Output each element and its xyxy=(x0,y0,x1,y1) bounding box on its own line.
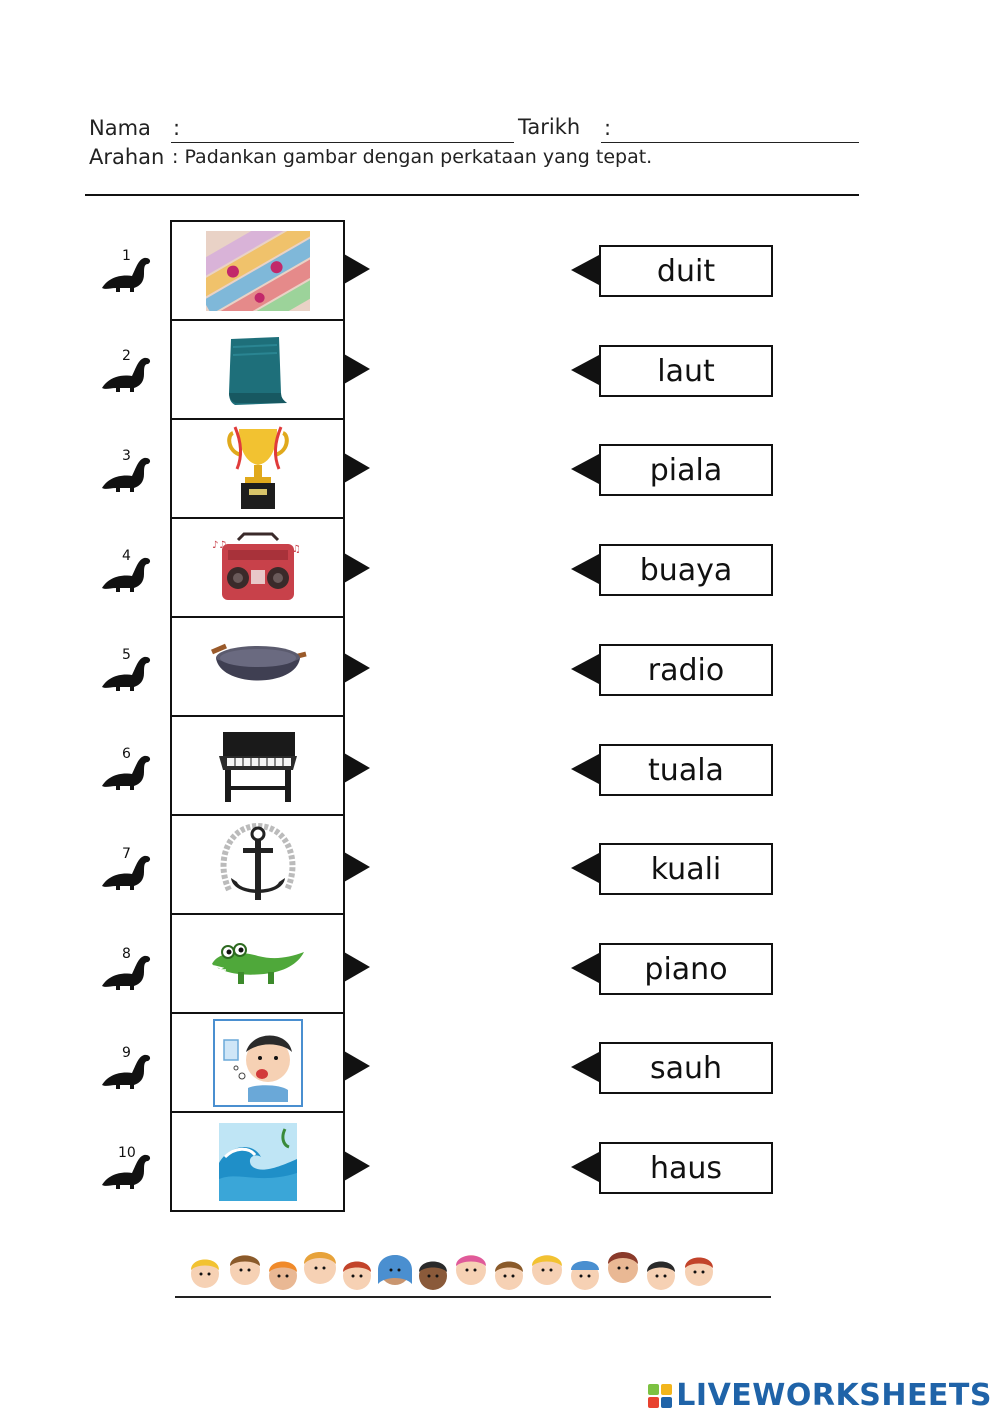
dinosaur-icon xyxy=(102,557,151,592)
word-box-piala: piala xyxy=(599,444,773,496)
match-dot-right-3[interactable] xyxy=(571,454,599,484)
picture-cell-5 xyxy=(172,618,343,717)
date-label: Tarikh xyxy=(518,115,581,139)
date-colon: : xyxy=(604,116,612,140)
brand-text: LIVEWORKSHEETS xyxy=(676,1378,992,1413)
item-number-1: 1 xyxy=(98,248,156,296)
item-number-9: 9 xyxy=(98,1045,156,1093)
item-number-3: 3 xyxy=(98,448,156,496)
dinosaur-icon xyxy=(102,457,151,492)
money-notes-picture xyxy=(205,230,310,311)
match-dot-left-8[interactable] xyxy=(344,952,370,982)
item-number-text: 10 xyxy=(118,1145,136,1161)
word-box-kuali: kuali xyxy=(599,843,773,895)
picture-cell-10 xyxy=(172,1113,343,1212)
crocodile-picture xyxy=(211,942,304,984)
item-number-text: 3 xyxy=(122,448,131,464)
item-number-5: 5 xyxy=(98,647,156,695)
match-dot-right-6[interactable] xyxy=(571,754,599,784)
radio-picture: ♪♫ ♫ xyxy=(212,532,301,600)
header-divider xyxy=(85,194,859,196)
match-dot-right-7[interactable] xyxy=(571,853,599,883)
match-dot-right-1[interactable] xyxy=(571,255,599,285)
dinosaur-icon xyxy=(102,257,151,292)
match-dot-right-8[interactable] xyxy=(571,953,599,983)
towel-picture xyxy=(228,336,287,405)
match-dot-right-4[interactable] xyxy=(571,554,599,584)
picture-cell-7 xyxy=(172,816,343,915)
instruction-text: : Padankan gambar dengan perkataan yang … xyxy=(172,146,653,168)
name-field[interactable] xyxy=(171,142,514,143)
dinosaur-icon xyxy=(102,855,151,890)
dinosaur-icon xyxy=(102,1154,151,1189)
liveworksheets-icon xyxy=(648,1383,673,1408)
picture-cell-4: ♪♫ ♫ xyxy=(172,519,343,618)
dinosaur-icon xyxy=(102,656,151,691)
match-dot-left-9[interactable] xyxy=(344,1051,370,1081)
picture-cell-3 xyxy=(172,420,343,519)
item-number-text: 6 xyxy=(122,746,131,762)
date-field[interactable] xyxy=(601,142,859,143)
anchor-picture xyxy=(220,822,295,900)
trophy-picture xyxy=(226,425,289,509)
word-box-duit: duit xyxy=(599,245,773,297)
wok-picture xyxy=(210,643,307,680)
word-box-piano: piano xyxy=(599,943,773,995)
piano-picture xyxy=(218,731,297,802)
instruction-label: Arahan xyxy=(89,145,165,169)
picture-cell-9 xyxy=(172,1014,343,1113)
item-number-7: 7 xyxy=(98,846,156,894)
picture-cell-6 xyxy=(172,717,343,816)
item-number-4: 4 xyxy=(98,548,156,596)
match-dot-left-6[interactable] xyxy=(344,753,370,783)
decoration-baseline xyxy=(175,1296,771,1298)
match-dot-right-5[interactable] xyxy=(571,654,599,684)
match-dot-right-2[interactable] xyxy=(571,355,599,385)
word-box-buaya: buaya xyxy=(599,544,773,596)
item-number-text: 4 xyxy=(122,548,131,564)
match-dot-left-7[interactable] xyxy=(344,852,370,882)
match-dot-left-3[interactable] xyxy=(344,453,370,483)
svg-text:♫: ♫ xyxy=(292,544,301,555)
match-dot-right-10[interactable] xyxy=(571,1152,599,1182)
item-number-text: 9 xyxy=(122,1045,131,1061)
item-number-text: 2 xyxy=(122,348,131,364)
picture-cell-2 xyxy=(172,321,343,420)
dinosaur-icon xyxy=(102,357,151,392)
picture-cell-1 xyxy=(172,222,343,321)
match-dot-left-2[interactable] xyxy=(344,354,370,384)
picture-column: ♪♫ ♫ xyxy=(170,220,345,1212)
dinosaur-icon xyxy=(102,755,151,790)
picture-cell-8 xyxy=(172,915,343,1014)
liveworksheets-logo: LIVEWORKSHEETS xyxy=(648,1378,992,1413)
item-number-10: 10 xyxy=(98,1145,156,1193)
match-dot-right-9[interactable] xyxy=(571,1052,599,1082)
sea-wave-picture xyxy=(218,1122,297,1201)
word-box-laut: laut xyxy=(599,345,773,397)
item-number-text: 1 xyxy=(122,248,131,264)
name-colon: : xyxy=(173,116,181,140)
match-dot-left-1[interactable] xyxy=(344,254,370,284)
word-box-radio: radio xyxy=(599,644,773,696)
word-box-haus: haus xyxy=(599,1142,773,1194)
item-number-text: 7 xyxy=(122,846,131,862)
item-number-text: 8 xyxy=(122,946,131,962)
thirsty-boy-picture xyxy=(212,1018,303,1107)
item-number-2: 2 xyxy=(98,348,156,396)
item-number-6: 6 xyxy=(98,746,156,794)
item-number-8: 8 xyxy=(98,946,156,994)
dinosaur-icon xyxy=(102,1054,151,1089)
name-label: Nama xyxy=(89,116,151,140)
match-dot-left-5[interactable] xyxy=(344,653,370,683)
match-dot-left-10[interactable] xyxy=(344,1151,370,1181)
dinosaur-icon xyxy=(102,955,151,990)
item-number-text: 5 xyxy=(122,647,131,663)
word-box-sauh: sauh xyxy=(599,1042,773,1094)
match-dot-left-4[interactable] xyxy=(344,553,370,583)
children-border-decoration xyxy=(191,1252,713,1290)
word-box-tuala: tuala xyxy=(599,744,773,796)
svg-text:♪♫: ♪♫ xyxy=(212,540,227,551)
